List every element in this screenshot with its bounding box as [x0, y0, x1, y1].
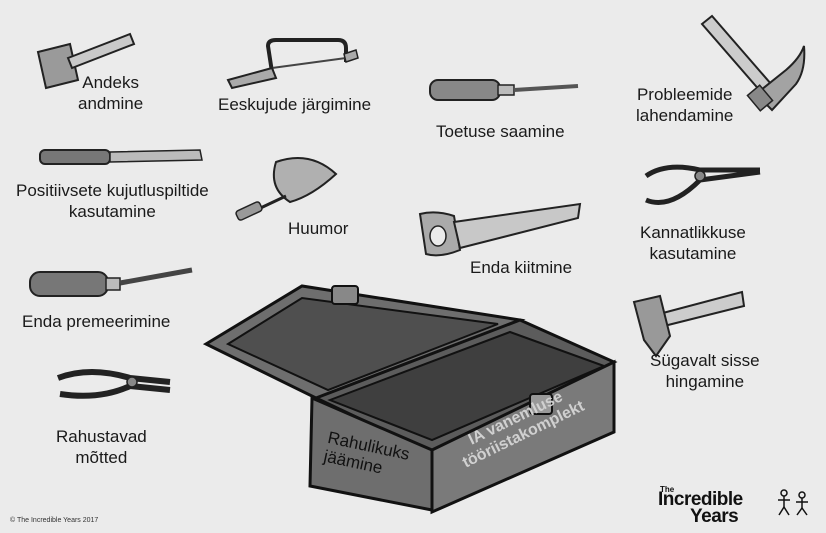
trowel-icon	[235, 157, 338, 221]
incredible-years-logo: The Incredible Years	[648, 483, 808, 527]
tool-label-andeks: Andeks andmine	[78, 72, 143, 114]
logo-the: The	[660, 485, 675, 494]
label-line: Eeskujude järgimine	[218, 95, 372, 114]
label-line: Andeks	[82, 73, 139, 92]
toolbox-illustration	[202, 284, 618, 515]
tool-label-rahustavad: Rahustavad mõtted	[56, 426, 147, 468]
label-line: Probleemide	[636, 85, 733, 104]
label-line: Kannatlikkuse	[640, 223, 746, 242]
tool-label-positiivsete: Positiivsete kujutluspiltide kasutamine	[16, 180, 209, 222]
combination-pliers-icon	[56, 369, 171, 399]
tool-label-enda-kiitmine: Enda kiitmine	[470, 257, 572, 278]
tool-label-sugavalt: Sügavalt sisse hingamine	[650, 350, 760, 392]
label-line: Toetuse saamine	[436, 122, 565, 141]
label-line: kasutamine	[68, 202, 156, 221]
chisel-icon	[39, 149, 203, 165]
screwdriver-icon	[429, 79, 579, 101]
pliers-icon	[644, 164, 761, 205]
children-figures-icon	[778, 489, 808, 516]
screwdriver-icon	[29, 267, 193, 297]
hand-saw-icon	[418, 202, 582, 257]
logo-line2: Years	[690, 506, 739, 527]
tool-label-toetuse: Toetuse saamine	[436, 121, 565, 142]
tool-label-kannatlikkuse: Kannatlikkuse kasutamine	[640, 222, 746, 264]
label-line: Sügavalt sisse	[650, 351, 760, 370]
copyright-text: © The Incredible Years 2017	[10, 517, 99, 524]
label-line: Rahustavad	[56, 427, 147, 446]
label-line: andmine	[78, 94, 144, 113]
tool-label-huumor: Huumor	[288, 218, 348, 239]
label-line: kasutamine	[649, 244, 737, 263]
hammer-icon	[632, 290, 746, 358]
label-line: Positiivsete kujutluspiltide	[16, 181, 209, 200]
label-line: Enda kiitmine	[470, 258, 573, 277]
mallet-icon	[36, 32, 136, 90]
label-line: hingamine	[665, 372, 745, 391]
label-line: Enda premeerimine	[22, 312, 171, 331]
logo-line1: Incredible	[658, 489, 743, 510]
tool-label-eeskujude: Eeskujude järgimine	[218, 94, 371, 115]
tool-label-probleemide: Probleemide lahendamine	[636, 84, 733, 126]
label-line: Huumor	[288, 219, 349, 238]
label-line: lahendamine	[636, 106, 734, 125]
claw-hammer-icon	[700, 14, 806, 112]
coping-saw-icon	[226, 38, 359, 90]
label-line: mõtted	[75, 448, 128, 467]
tool-label-enda-premeerimine: Enda premeerimine	[22, 311, 170, 332]
